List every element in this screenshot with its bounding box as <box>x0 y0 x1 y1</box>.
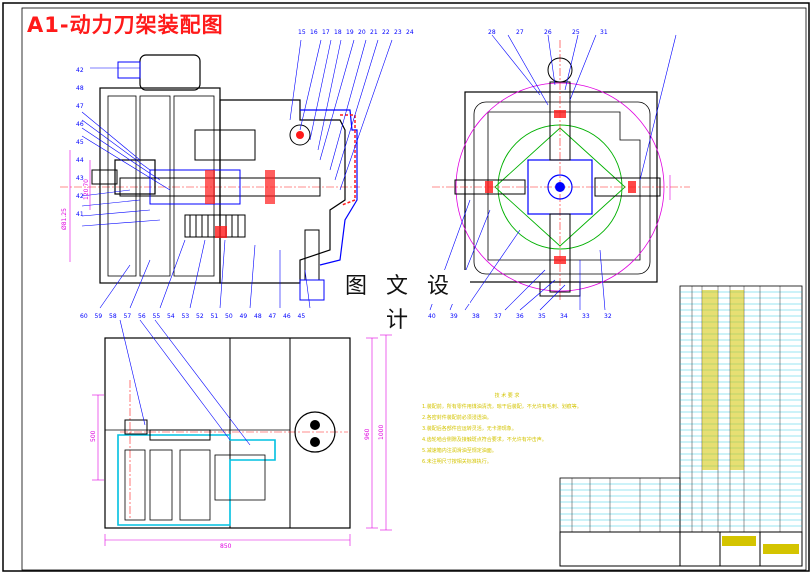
callout-number: 36 <box>516 313 524 320</box>
callout-number: 25 <box>572 29 580 36</box>
tech-note-line: 4.齿轮啮合侧隙及接触斑点符合要求，不允许有冲击声。 <box>422 437 547 443</box>
front-section-view <box>60 39 393 309</box>
callout-number: 17 <box>322 29 330 36</box>
callout-number: 48 <box>76 85 84 92</box>
callout-number: 54 <box>167 313 175 320</box>
callouts-left: 42 48 47 46 45 44 43 42 41 <box>76 67 84 218</box>
callout-number: 42 <box>76 67 84 74</box>
tech-note-line: 3.装配后各部件应运转灵活，无卡滞现象。 <box>422 426 517 432</box>
tech-note-line: 1.装配前，所有零件用煤油清洗，晾干后装配，不允许有毛刺、划痕等。 <box>422 404 582 410</box>
callout-number: 22 <box>382 29 390 36</box>
callout-number: 55 <box>153 313 161 320</box>
callout-number: 42 <box>76 193 84 200</box>
callout-number: 51 <box>211 313 219 320</box>
callout-number: 28 <box>488 29 496 36</box>
callout-number: 32 <box>604 313 612 320</box>
callout-number: 27 <box>516 29 524 36</box>
callouts-top-left: 15 16 17 18 19 20 21 22 23 24 <box>298 29 414 36</box>
callout-number: 48 <box>254 313 262 320</box>
dim-side-height-1: 500 <box>90 430 97 442</box>
inner-border <box>21 7 807 571</box>
callout-number: 39 <box>450 313 458 320</box>
callout-number: 18 <box>334 29 342 36</box>
callout-number: 38 <box>472 313 480 320</box>
callout-number: 37 <box>494 313 502 320</box>
callout-number: 58 <box>109 313 117 320</box>
callout-number: 33 <box>582 313 590 320</box>
callout-number: 31 <box>600 29 608 36</box>
callout-number: 19 <box>346 29 354 36</box>
technical-requirements: 技 术 要 求 1.装配前，所有零件用煤油清洗，晾干后装配，不允许有毛刺、划痕等… <box>422 391 592 468</box>
callout-number: 57 <box>124 313 132 320</box>
callout-number: 24 <box>406 29 414 36</box>
watermark-stamp: 图 文 设 计 <box>330 270 470 333</box>
drawing-title: A1-动力刀架装配图 <box>27 13 224 37</box>
callout-number: 40 <box>428 313 436 320</box>
callout-number: 35 <box>538 313 546 320</box>
callout-number: 52 <box>196 313 204 320</box>
tech-note-line: 2.各密封件装配前必须浸透油。 <box>422 415 492 421</box>
callout-number: 60 <box>80 313 88 320</box>
dim-side-width: 850 <box>220 543 232 550</box>
callout-number: 47 <box>269 313 277 320</box>
callout-number: 50 <box>225 313 233 320</box>
callouts-bottom-right: 40 39 38 37 36 35 34 33 32 <box>428 313 612 320</box>
callout-number: 49 <box>240 313 248 320</box>
callout-number: 47 <box>76 103 84 110</box>
callout-number: 16 <box>310 29 318 36</box>
dim-side-height-2: 960 <box>364 428 371 440</box>
tech-notes-heading: 技 术 要 求 <box>494 393 520 399</box>
callout-number: 46 <box>76 121 84 128</box>
callout-number: 45 <box>298 313 306 320</box>
callout-number: 21 <box>370 29 378 36</box>
callout-number: 20 <box>358 29 366 36</box>
dim-left-1: Ø81.25 <box>61 208 68 230</box>
top-view <box>429 34 690 311</box>
side-view <box>92 319 392 546</box>
callout-number: 44 <box>76 157 84 164</box>
callout-number: 43 <box>76 175 84 182</box>
callout-number: 59 <box>95 313 103 320</box>
callout-number: 41 <box>76 211 84 218</box>
callout-number: 46 <box>283 313 291 320</box>
title-block <box>559 285 803 567</box>
callout-number: 15 <box>298 29 306 36</box>
tech-note-line: 5.减速箱内注润滑油至规定油面。 <box>422 448 497 454</box>
tech-note-line: 6.未注明尺寸按相关标准执行。 <box>422 459 492 465</box>
callouts-bottom-left: 60 59 58 57 56 55 54 53 52 51 50 49 48 47 46 45 <box>80 313 305 320</box>
dim-left-2: 120.70 <box>83 179 90 200</box>
callout-number: 53 <box>182 313 190 320</box>
callout-number: 34 <box>560 313 568 320</box>
callout-number: 23 <box>394 29 402 36</box>
callout-number: 56 <box>138 313 146 320</box>
callout-number: 26 <box>544 29 552 36</box>
dim-side-height-3: 1000 <box>378 425 385 440</box>
callouts-top-right: 28 27 26 25 31 <box>488 29 608 36</box>
callout-number: 45 <box>76 139 84 146</box>
